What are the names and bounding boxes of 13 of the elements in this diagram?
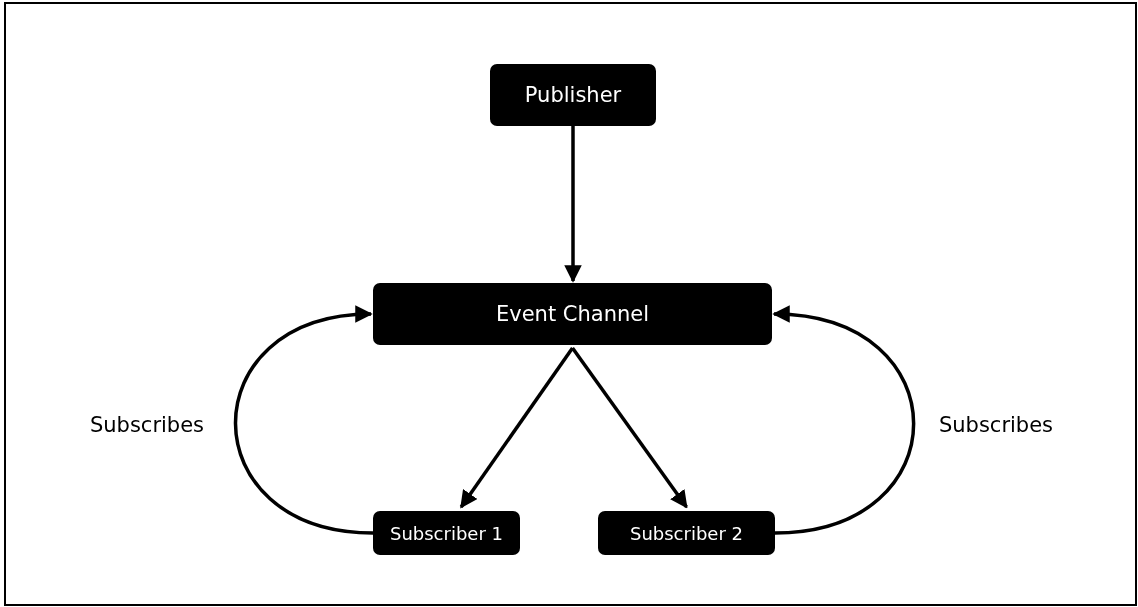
arrow — [459, 347, 574, 509]
process-box — [490, 64, 656, 126]
arrow — [571, 346, 688, 509]
node-label: Subscriber 1 — [390, 522, 503, 544]
arrow — [564, 126, 582, 283]
process-box — [598, 511, 775, 555]
arrow — [233, 306, 374, 535]
node-label: Event Channel — [495, 302, 650, 326]
node-label: Subscriber 2 — [630, 522, 743, 544]
node-label: Publisher — [524, 83, 622, 107]
process-box — [373, 511, 520, 555]
process-box — [373, 283, 772, 345]
arrow — [772, 306, 916, 535]
